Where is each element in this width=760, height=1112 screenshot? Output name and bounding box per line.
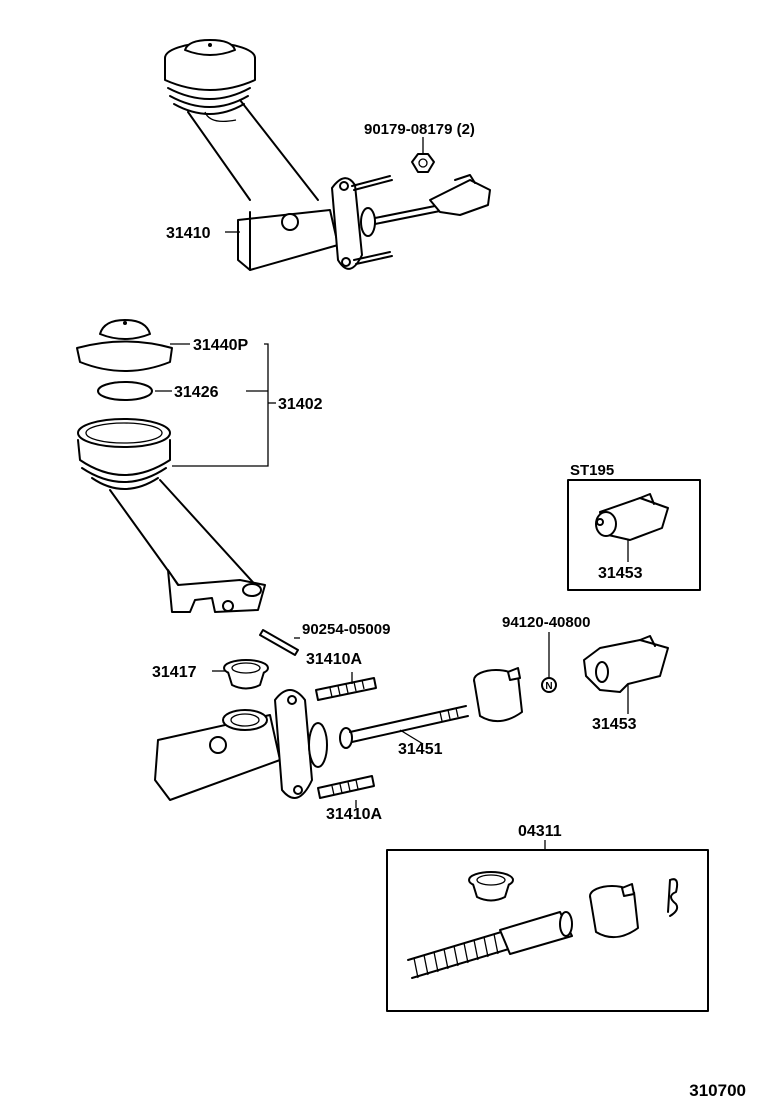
label-push-rod-31451: 31451: [398, 741, 443, 758]
label-bolt-90179: 90179-08179 (2): [364, 121, 475, 138]
reservoir-assembly: [76, 319, 266, 613]
master-cylinder-body: [154, 689, 328, 801]
st195-box: [567, 479, 701, 591]
label-grommet-31417: 31417: [152, 664, 197, 681]
label-st195-caption: ST195: [570, 462, 614, 479]
nut-symbol: N: [545, 681, 552, 692]
part-labels: 90179-08179 (2) 31410 31440P 31426 31402…: [152, 121, 746, 1100]
master-cylinder-assembly-top: [164, 39, 491, 271]
label-reservoir-31402: 31402: [278, 396, 323, 413]
nut-94120: N: [541, 677, 557, 693]
push-rod-31451: [339, 705, 469, 749]
label-nut-94120: 94120-40800: [502, 614, 590, 631]
pin-90254: [259, 629, 299, 656]
label-seal-31426: 31426: [174, 384, 219, 401]
label-reservoir-cap-31440p: 31440P: [193, 337, 248, 354]
leader-lines: [155, 137, 629, 850]
grommet-31417: [223, 659, 269, 690]
stud-31410a-top: [315, 677, 377, 701]
kit-04311-box: [386, 849, 709, 1012]
label-stud-bottom-31410a: 31410A: [326, 806, 382, 823]
label-st195-clevis-31453: 31453: [598, 565, 643, 582]
clevis-31453: [583, 635, 669, 693]
label-clevis-31453: 31453: [592, 716, 637, 733]
piston-sleeve: [473, 667, 523, 723]
label-pin-90254: 90254-05009: [302, 621, 390, 638]
figure-number: 310700: [689, 1081, 746, 1100]
label-stud-top-31410a: 31410A: [306, 651, 362, 668]
stud-31410a-bottom: [317, 775, 375, 799]
label-kit-04311: 04311: [518, 823, 562, 840]
label-master-cylinder-31410: 31410: [166, 225, 211, 242]
